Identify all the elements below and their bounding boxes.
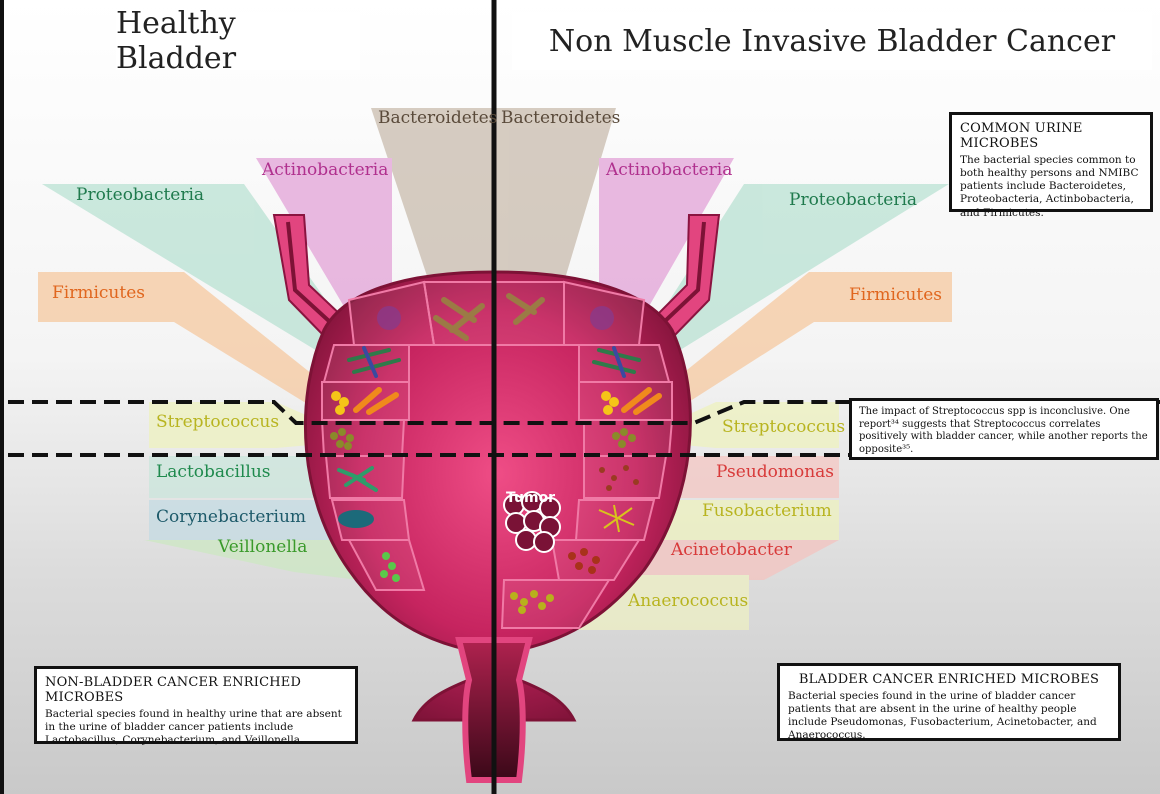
label-firmicutes-left: Firmicutes (52, 285, 145, 302)
label-anaerococcus-right: Anaerococcus (628, 593, 748, 610)
ray-bacteroidetes-right (496, 108, 616, 282)
cancer-enriched-heading: BLADDER CANCER ENRICHED MICROBES (788, 672, 1110, 687)
title-nmibc: Non Muscle Invasive Bladder Cancer (512, 12, 1152, 70)
title-healthy-bladder: Healthy Bladder (116, 12, 360, 70)
non-cancer-enriched-heading: NON-BLADDER CANCER ENRICHED MICROBES (45, 675, 347, 705)
title-left-text: Healthy Bladder (116, 6, 360, 76)
label-actinobacteria-right: Actinobacteria (606, 162, 732, 179)
label-veillonella-left: Veillonella (218, 539, 307, 556)
label-streptococcus-right: Streptococcus (722, 419, 845, 436)
label-fusobacterium-right: Fusobacterium (702, 503, 832, 520)
label-firmicutes-right: Firmicutes (849, 287, 942, 304)
label-proteobacteria-left: Proteobacteria (76, 187, 204, 204)
non-cancer-enriched-body: Bacterial species found in healthy urine… (45, 708, 347, 747)
streptococcus-note-box: The impact of Streptococcus spp is incon… (849, 398, 1159, 460)
label-actinobacteria-left: Actinobacteria (262, 162, 388, 179)
common-microbes-box: COMMON URINE MICROBES The bacterial spec… (949, 112, 1153, 212)
label-streptococcus-left: Streptococcus (156, 414, 279, 431)
streptococcus-note-body: The impact of Streptococcus spp is incon… (859, 406, 1149, 456)
tumor-label: Tumor (506, 490, 555, 506)
label-bacteroidetes-left: Bacteroidetes (378, 110, 497, 127)
label-proteobacteria-right: Proteobacteria (789, 192, 917, 209)
label-lactobacillus-left: Lactobacillus (156, 464, 271, 481)
title-right-text: Non Muscle Invasive Bladder Cancer (549, 24, 1115, 59)
cancer-enriched-body: Bacterial species found in the urine of … (788, 690, 1110, 743)
label-corynebacterium-left: Corynebacterium (156, 509, 306, 526)
common-microbes-heading: COMMON URINE MICROBES (960, 121, 1142, 151)
cancer-enriched-box: BLADDER CANCER ENRICHED MICROBES Bacteri… (777, 663, 1121, 741)
common-microbes-body: The bacterial species common to both hea… (960, 154, 1142, 220)
label-bacteroidetes-right: Bacteroidetes (501, 110, 620, 127)
label-acinetobacter-right: Acinetobacter (671, 542, 792, 559)
non-cancer-enriched-box: NON-BLADDER CANCER ENRICHED MICROBES Bac… (34, 666, 358, 744)
label-pseudomonas-right: Pseudomonas (716, 464, 834, 481)
